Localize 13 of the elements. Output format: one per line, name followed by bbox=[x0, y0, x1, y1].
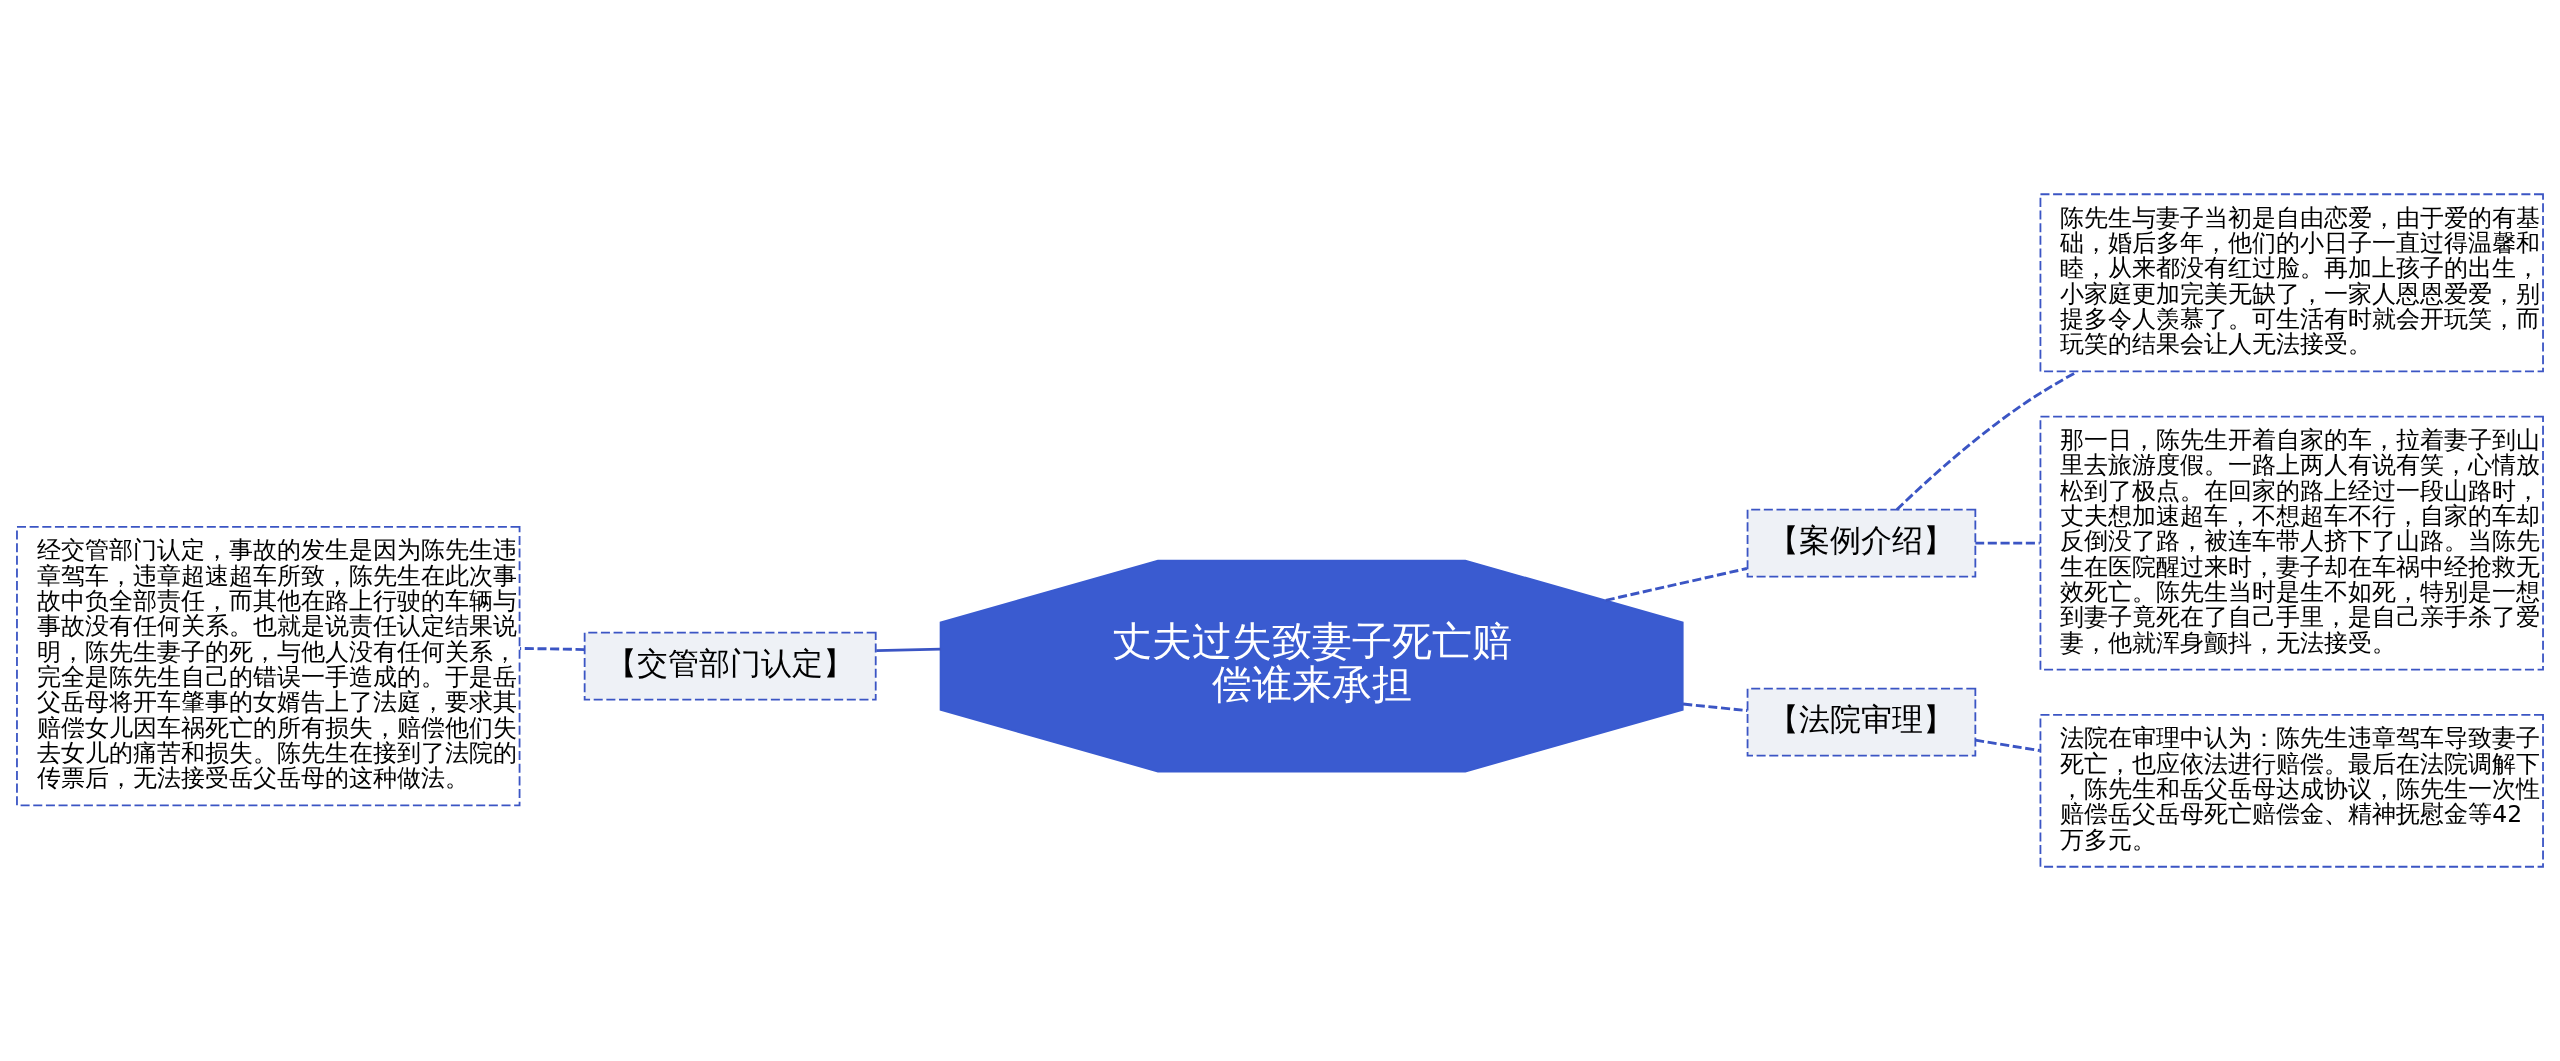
connector bbox=[1975, 541, 2040, 545]
connector bbox=[1682, 702, 1748, 713]
node-box: 【交管部门认定】 bbox=[583, 631, 877, 701]
connector bbox=[1975, 738, 2041, 752]
connector bbox=[520, 647, 585, 652]
connector bbox=[1605, 567, 1748, 602]
node-box: 经交管部门认定，事故的发生是因为陈先生违章驾车，违章超速超车所致，陈先生在此次事故中负全部责任，而其他在路上行驶的车辆与事故没有任何关系。也就是说责任认定结果说明，陈先生妻子的死，与他人没有任何关系，完全是陈先生自己的错误一手造成的。于是岳父岳母将开车肇事的女婿告上了法庭，要求其赔偿女儿因车祸死亡的所有损失，赔偿他们失去女儿的痛苦和损失。陈先生在接到了法院的传票后，无法接受岳父岳母的这种做法。 bbox=[16, 525, 521, 807]
node-box: 那一日，陈先生开着自家的车，拉着妻子到山里去旅游度假。一路上两人有说有笑，心情放松到了极点。在回家的路上经过一段山路时，丈夫想加速超车，不想超车不行，自家的车却反倒没了路，被连车带人挤下了山路。当陈先生在医院醒过来时，妻子却在车祸中经抢救无效死亡。陈先生当时是生不如死，特别是一想到妻子竟死在了自己手里，是自己亲手杀了爱妻，他就浑身颤抖，无法接受。 bbox=[2039, 415, 2544, 671]
connector bbox=[876, 647, 941, 653]
node-box: 陈先生与妻子当初是自由恋爱，由于爱的有基础，婚后多年，他们的小日子一直过得温馨和睦，从来都没有红过脸。再加上孩子的出生，小家庭更加完美无缺了，一家人恩恩爱爱，别提多令人羡慕了。可生活有时就会开玩笑，而玩笑的结果会让人无法接受。 bbox=[2039, 193, 2544, 373]
node-box: 法院在审理中认为：陈先生违章驾车导致妻子死亡，也应依法进行赔偿。最后在法院调解下，陈先生和岳父岳母达成协议，陈先生一次性赔偿岳父岳母死亡赔偿金、精神抚慰金等42万多元。 bbox=[2039, 714, 2544, 868]
node-box: 【案例介绍】 bbox=[1746, 508, 1977, 578]
node-box: 【法院审理】 bbox=[1746, 687, 1977, 757]
